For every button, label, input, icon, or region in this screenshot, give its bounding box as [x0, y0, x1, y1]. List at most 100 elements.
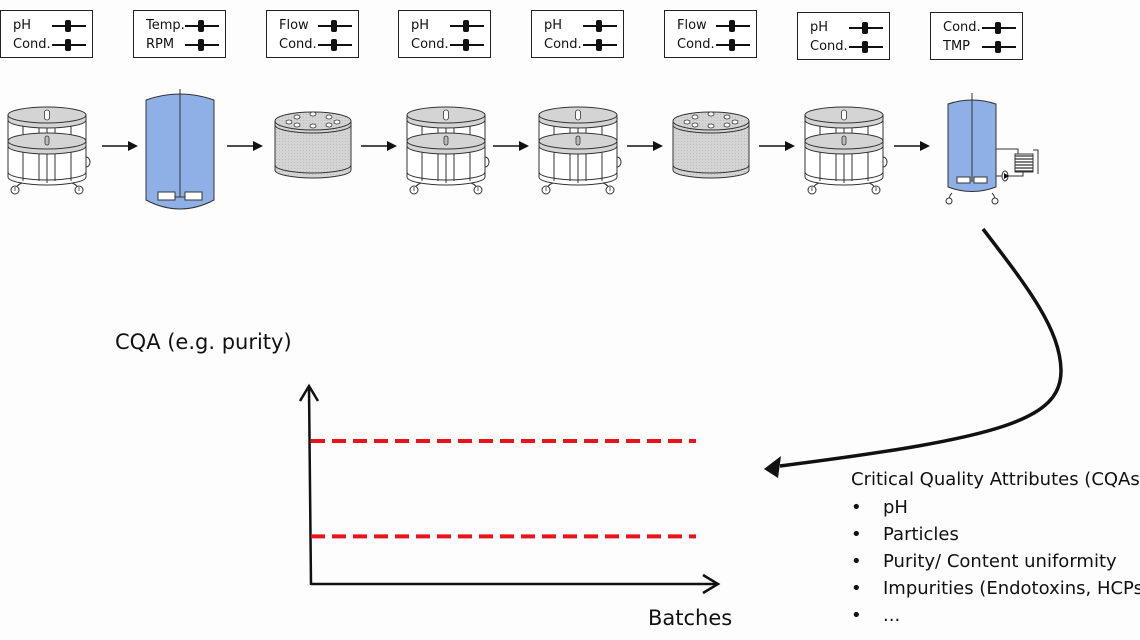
parameter-slider-icon — [849, 41, 883, 53]
filter-icon — [672, 111, 750, 179]
parameter-slider-icon — [185, 39, 219, 51]
parameter-label: Cond. — [943, 20, 981, 35]
slider-knob — [862, 41, 868, 53]
filter-icon — [274, 111, 352, 179]
bullet-icon: • — [851, 497, 862, 518]
cqa-list: •pH •Particles •Purity/ Content uniformi… — [851, 496, 1140, 631]
cqa-title: Critical Quality Attributes (CQAs) — [851, 469, 1140, 490]
x-axis-arrowhead — [702, 573, 721, 595]
parameter-label: Cond. — [810, 39, 848, 54]
cqa-item: •Impurities (Endotoxins, HCPs) — [851, 578, 1140, 599]
parameter-label: Cond. — [677, 37, 715, 52]
slider-knob — [729, 39, 735, 51]
parameter-slider-icon — [450, 39, 484, 51]
slider-knob — [729, 20, 735, 32]
parameter-label: pH — [13, 18, 32, 33]
parameter-row: Cond. — [532, 36, 623, 54]
cqa-item: •... — [851, 605, 901, 626]
parameter-slider-icon — [52, 39, 86, 51]
chromatography-column-icon — [804, 106, 888, 195]
slider-knob — [331, 20, 337, 32]
ultrafiltration-tank-icon — [945, 93, 1039, 205]
parameter-slider-icon — [583, 20, 617, 32]
parameter-label: Cond. — [13, 37, 51, 52]
parameter-slider-icon — [583, 39, 617, 51]
chromatography-column-icon — [406, 106, 490, 195]
cqa-item: •Particles — [851, 524, 959, 545]
parameter-slider-icon — [982, 41, 1016, 53]
parameter-slider-icon — [52, 20, 86, 32]
parameter-slider-icon — [318, 39, 352, 51]
parameter-row: Cond. — [931, 19, 1022, 37]
parameter-row: Flow — [665, 17, 756, 35]
slider-knob — [331, 39, 337, 51]
y-axis-arrowhead — [298, 383, 320, 402]
slider-knob — [198, 20, 204, 32]
parameter-row: Cond. — [399, 36, 490, 54]
parameter-slider-icon — [318, 20, 352, 32]
parameter-row: Temp. — [134, 17, 225, 35]
chromatography-column-icon — [538, 106, 622, 195]
slider-knob — [198, 39, 204, 51]
parameter-row: pH — [399, 17, 490, 35]
parameter-box: Temp. RPM — [133, 10, 226, 58]
parameter-label: RPM — [146, 37, 175, 52]
bullet-icon: • — [851, 605, 862, 626]
feedback-arrowhead — [764, 456, 781, 478]
slider-knob — [862, 22, 868, 34]
parameter-row: Cond. — [798, 38, 889, 56]
parameter-row: Cond. — [665, 36, 756, 54]
parameter-box: pH Cond. — [531, 10, 624, 58]
parameter-row: Flow — [267, 17, 358, 35]
parameter-label: Cond. — [411, 37, 449, 52]
parameter-label: Cond. — [544, 37, 582, 52]
parameter-slider-icon — [185, 20, 219, 32]
parameter-label: Cond. — [279, 37, 317, 52]
slider-knob — [596, 39, 602, 51]
cqa-item: •Purity/ Content uniformity — [851, 551, 1117, 572]
parameter-label: Flow — [677, 18, 707, 33]
bullet-icon: • — [851, 578, 862, 599]
parameter-box: pH Cond. — [0, 10, 93, 58]
parameter-box: Cond. TMP — [930, 12, 1023, 60]
parameter-slider-icon — [716, 20, 750, 32]
slider-knob — [463, 20, 469, 32]
feedback-curve-arrow — [779, 227, 1063, 468]
slider-knob — [65, 39, 71, 51]
parameter-row: Cond. — [1, 36, 92, 54]
bullet-icon: • — [851, 551, 862, 572]
parameter-row: TMP — [931, 38, 1022, 56]
y-axis — [307, 387, 313, 586]
parameter-slider-icon — [450, 20, 484, 32]
control-chart — [298, 383, 721, 595]
parameter-row: Cond. — [267, 36, 358, 54]
parameter-box: pH Cond. — [398, 10, 491, 58]
slider-knob — [65, 20, 71, 32]
parameter-row: RPM — [134, 36, 225, 54]
parameter-row: pH — [798, 19, 889, 37]
parameter-slider-icon — [849, 22, 883, 34]
parameter-label: Temp. — [146, 18, 185, 33]
chromatography-column-icon — [7, 106, 91, 195]
y-axis-label: CQA (e.g. purity) — [115, 330, 292, 354]
cqa-item: •pH — [851, 497, 908, 518]
bioreactor-icon — [145, 89, 215, 210]
parameter-label: pH — [544, 18, 563, 33]
parameter-row: pH — [532, 17, 623, 35]
slider-knob — [995, 22, 1001, 34]
parameter-row: pH — [1, 17, 92, 35]
x-axis-label: Batches — [648, 606, 733, 630]
parameter-slider-icon — [716, 39, 750, 51]
parameter-box: pH Cond. — [797, 12, 890, 60]
parameter-slider-icon — [982, 22, 1016, 34]
slider-knob — [463, 39, 469, 51]
bullet-icon: • — [851, 524, 862, 545]
parameter-label: Flow — [279, 18, 309, 33]
slider-knob — [596, 20, 602, 32]
slider-knob — [995, 41, 1001, 53]
parameter-label: pH — [810, 20, 829, 35]
parameter-label: TMP — [943, 39, 970, 54]
